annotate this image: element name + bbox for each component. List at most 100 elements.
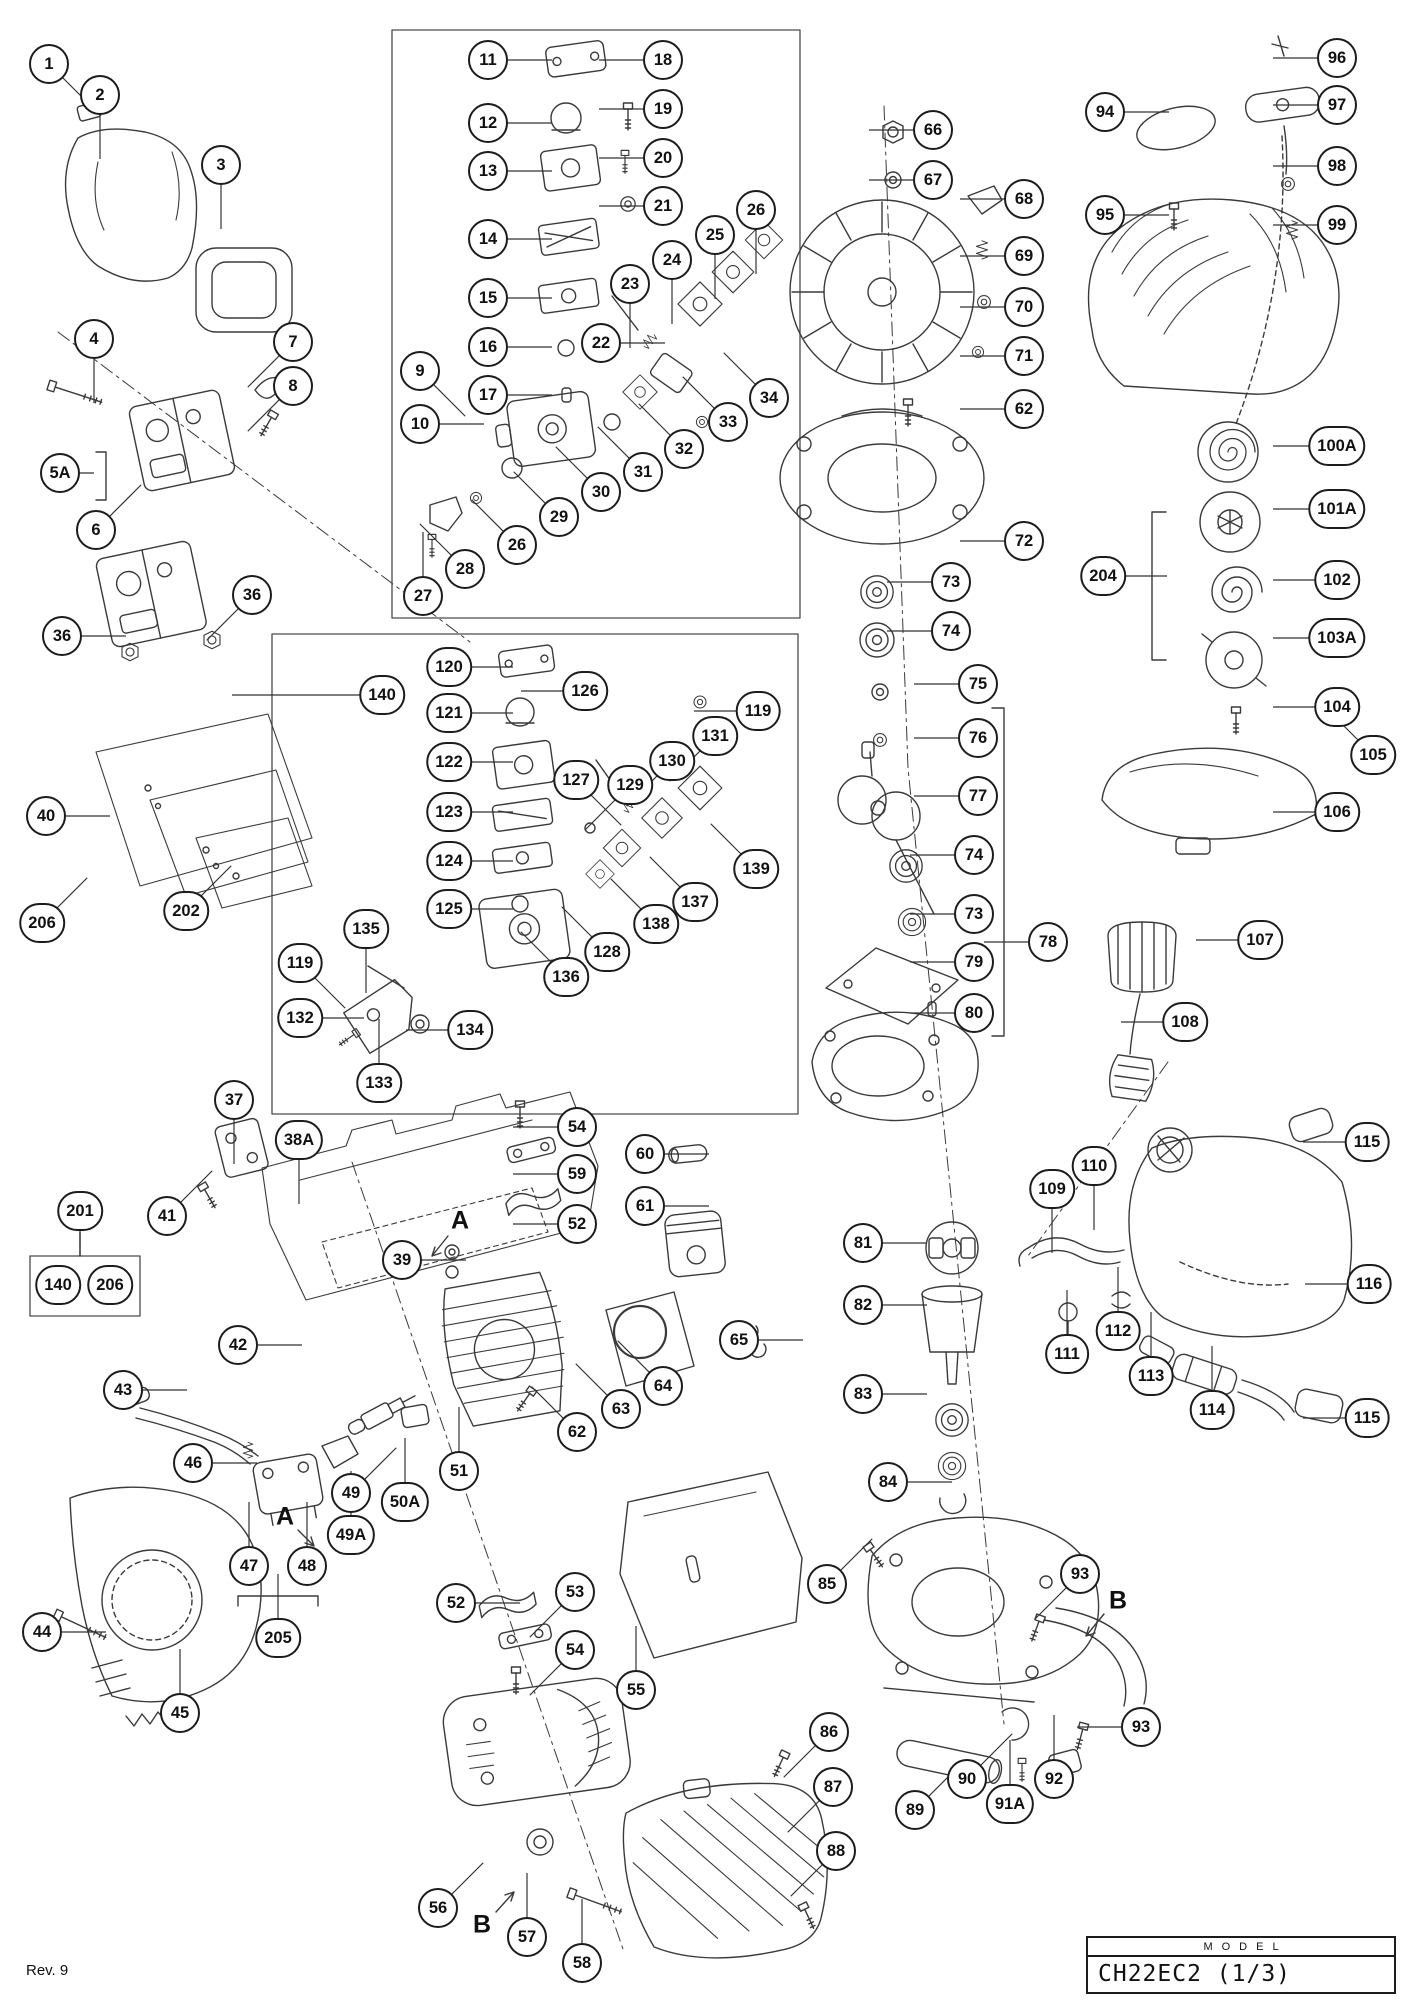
callout-93: 93 [1060, 1554, 1100, 1594]
callout-41: 41 [147, 1196, 187, 1236]
callout-88: 88 [816, 1831, 856, 1871]
callout-52: 52 [436, 1583, 476, 1623]
callout-116: 116 [1346, 1264, 1392, 1304]
callout-14: 14 [468, 219, 508, 259]
callout-29: 29 [539, 497, 579, 537]
callout-51: 51 [439, 1451, 479, 1491]
callout-73: 73 [954, 894, 994, 934]
callout-75: 75 [958, 664, 998, 704]
callout-6: 6 [76, 510, 116, 550]
callout-25: 25 [695, 215, 735, 255]
title-block: MODEL CH22EC2 (1/3) [1086, 1936, 1396, 1994]
carburetor-exploded-upper [427, 40, 784, 558]
callout-42: 42 [218, 1325, 258, 1365]
callout-53: 53 [555, 1572, 595, 1612]
callout-64: 64 [643, 1366, 683, 1406]
callout-134: 134 [447, 1010, 493, 1050]
callout-54: 54 [557, 1107, 597, 1147]
crankshaft-group [811, 707, 1005, 1122]
callout-74: 74 [954, 835, 994, 875]
callout-87: 87 [813, 1767, 853, 1807]
callout-36: 36 [42, 616, 82, 656]
callout-109: 109 [1029, 1169, 1075, 1209]
callout-86: 86 [809, 1712, 849, 1752]
callout-68: 68 [1004, 179, 1044, 219]
callout-10: 10 [400, 404, 440, 444]
starter-drum-group [1107, 921, 1177, 1102]
callout-26: 26 [497, 525, 537, 565]
callout-57: 57 [507, 1917, 547, 1957]
callout-139: 139 [733, 849, 779, 889]
callout-138: 138 [633, 904, 679, 944]
callout-60: 60 [625, 1134, 665, 1174]
callout-115: 115 [1344, 1122, 1390, 1162]
clutch-group [921, 1221, 983, 1515]
callout-135: 135 [343, 909, 389, 949]
callout-131: 131 [692, 716, 738, 756]
callout-101A: 101A [1308, 489, 1366, 529]
left-carburetor-group [46, 376, 284, 662]
callout-5A: 5A [40, 453, 80, 493]
callout-50A: 50A [380, 1482, 430, 1522]
callout-45: 45 [160, 1693, 200, 1733]
callout-74: 74 [931, 611, 971, 651]
callout-132: 132 [277, 998, 323, 1038]
callout-11: 11 [468, 40, 508, 80]
callout-1: 1 [29, 44, 69, 84]
callout-95: 95 [1085, 195, 1125, 235]
callout-31: 31 [623, 452, 663, 492]
callout-63: 63 [601, 1389, 641, 1429]
callout-43: 43 [103, 1370, 143, 1410]
callout-84: 84 [868, 1462, 908, 1502]
callout-100A: 100A [1308, 426, 1366, 466]
model-label: MODEL [1088, 1938, 1394, 1957]
callout-204: 204 [1080, 556, 1126, 596]
callout-112: 112 [1095, 1311, 1141, 1351]
cylinder-group [400, 1100, 767, 1429]
ref-letter-B: B [472, 1910, 492, 1939]
ref-letter-B: B [1108, 1586, 1128, 1615]
callout-136: 136 [543, 957, 589, 997]
callout-24: 24 [652, 240, 692, 280]
ref-letter-A: A [450, 1206, 470, 1235]
ignition-group [118, 1386, 416, 1526]
muffler-protector-group [622, 1778, 833, 1959]
callout-127: 127 [553, 760, 599, 800]
callout-92: 92 [1034, 1759, 1074, 1799]
callout-97: 97 [1317, 85, 1357, 125]
callout-105: 105 [1350, 735, 1396, 775]
callout-22: 22 [581, 323, 621, 363]
callout-37: 37 [214, 1080, 254, 1120]
callout-140: 140 [35, 1265, 81, 1305]
callout-48: 48 [287, 1546, 327, 1586]
callout-59: 59 [557, 1154, 597, 1194]
callout-30: 30 [581, 472, 621, 512]
callout-128: 128 [584, 932, 630, 972]
callout-113: 113 [1128, 1356, 1174, 1396]
gearcase-group [769, 1516, 1147, 1785]
callout-103A: 103A [1308, 618, 1366, 658]
callout-133: 133 [356, 1063, 402, 1103]
callout-34: 34 [749, 378, 789, 418]
fuel-line-group [1018, 1237, 1295, 1421]
callout-56: 56 [418, 1888, 458, 1928]
callout-46: 46 [173, 1443, 213, 1483]
callout-2: 2 [80, 75, 120, 115]
callout-44: 44 [22, 1612, 62, 1652]
callout-8: 8 [273, 366, 313, 406]
callout-61: 61 [625, 1186, 665, 1226]
starter-pulley-group [1151, 421, 1267, 735]
callout-16: 16 [468, 327, 508, 367]
callout-108: 108 [1162, 1002, 1208, 1042]
flywheel-group [789, 120, 1003, 427]
callout-125: 125 [426, 889, 472, 929]
callout-111: 111 [1045, 1334, 1089, 1374]
callout-121: 121 [426, 693, 472, 733]
callout-49: 49 [331, 1473, 371, 1513]
callout-54: 54 [555, 1630, 595, 1670]
callout-89: 89 [895, 1790, 935, 1830]
callout-18: 18 [643, 40, 683, 80]
callout-76: 76 [958, 718, 998, 758]
callout-33: 33 [708, 402, 748, 442]
callout-32: 32 [664, 429, 704, 469]
